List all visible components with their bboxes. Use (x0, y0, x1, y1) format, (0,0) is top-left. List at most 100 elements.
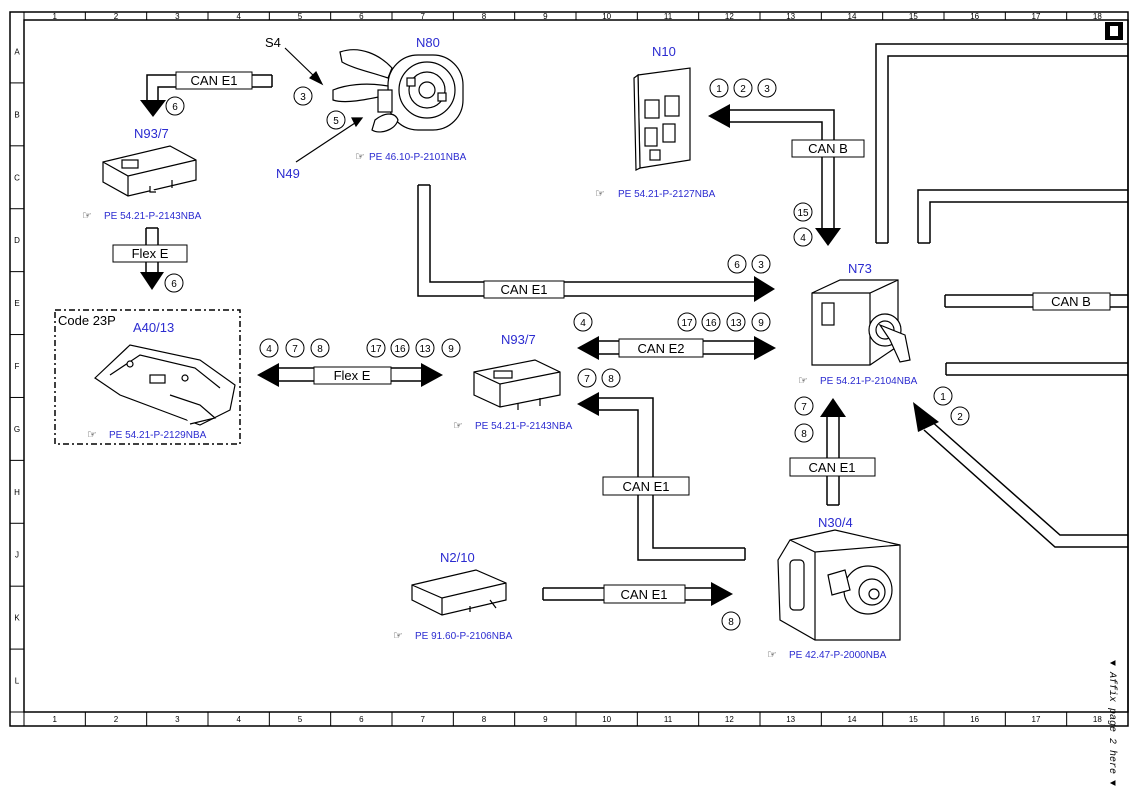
circle-c_flex_left_6: 6 (164, 273, 184, 293)
ref-link-n73[interactable]: ☞ PE 54.21-P-2104NBA (798, 375, 918, 387)
ref-n93-7-top-text[interactable]: PE 54.21-P-2143NBA (104, 211, 202, 222)
svg-text:4: 4 (800, 233, 806, 244)
circle-c_n10_2: 2 (733, 78, 753, 98)
row-label: F (15, 362, 20, 371)
pointer-lines (284, 47, 364, 163)
column-label: 17 (1032, 715, 1041, 724)
svg-text:8: 8 (317, 344, 323, 355)
row-label: D (14, 236, 20, 245)
ref-n10-text[interactable]: PE 54.21-P-2127NBA (618, 189, 716, 200)
ref-link-a40-13[interactable]: ☞ PE 54.21-P-2129NBA (87, 429, 207, 441)
svg-text:8: 8 (801, 429, 807, 440)
arrow-right-n2 (711, 582, 733, 606)
column-label: 13 (786, 715, 795, 724)
row-label: C (14, 173, 20, 182)
circle-c_n93_7: 7 (577, 368, 597, 388)
circle-c_e2_4: 4 (573, 312, 593, 332)
row-label: H (14, 488, 20, 497)
column-label: 15 (909, 12, 918, 21)
column-label: 2 (114, 12, 119, 21)
row-label: E (14, 299, 19, 308)
ref-n73-text[interactable]: PE 54.21-P-2104NBA (820, 376, 918, 387)
ref-link-n10[interactable]: ☞ PE 54.21-P-2127NBA (595, 188, 716, 200)
svg-text:16: 16 (394, 344, 406, 355)
flex-e-mid-text: Flex E (334, 368, 371, 383)
column-label: 15 (909, 715, 918, 724)
svg-text:7: 7 (292, 344, 298, 355)
n93-7-top-module-drawing (102, 145, 197, 197)
n30-4-module-drawing (777, 529, 901, 641)
n10-label: N10 (652, 44, 676, 59)
circle-c_n10_1: 1 (709, 78, 729, 98)
flex-e-left-label: Flex E (112, 244, 188, 263)
circle-c_n30_7: 7 (794, 396, 814, 416)
reference-links[interactable]: ☞ PE 46.10-P-2101NBA ☞ PE 54.21-P-2127NB… (82, 151, 918, 661)
svg-text:3: 3 (764, 84, 770, 95)
can-e1-n30-label: CAN E1 (789, 457, 876, 477)
row-label: K (14, 614, 20, 623)
svg-text:9: 9 (758, 318, 764, 329)
can-e1-loop-text: CAN E1 (623, 479, 670, 494)
ref-link-n93-7-top[interactable]: ☞ PE 54.21-P-2143NBA (82, 210, 202, 222)
svg-text:16: 16 (705, 318, 717, 329)
hand-pointer-icon: ☞ (393, 630, 403, 642)
ref-link-n2-10[interactable]: ☞ PE 91.60-P-2106NBA (393, 630, 513, 642)
svg-text:6: 6 (172, 102, 178, 113)
column-label: 9 (543, 12, 548, 21)
column-label: 7 (420, 715, 425, 724)
can-e1-n2-text: CAN E1 (621, 587, 668, 602)
code-23p-boundary (54, 309, 241, 445)
circle-c_s4_5: 5 (326, 110, 346, 130)
ref-n2-10-text[interactable]: PE 91.60-P-2106NBA (415, 631, 513, 642)
affix-page-note: ▼ Affix page 2 here ▼ (1106, 660, 1118, 786)
code-23p-label: Code 23P (58, 313, 116, 328)
can-e1-loop-label: CAN E1 (602, 476, 690, 496)
s4-label: S4 (265, 35, 281, 50)
column-label: 5 (298, 715, 303, 724)
svg-text:4: 4 (580, 318, 586, 329)
arrow-down-flex-left (140, 272, 164, 290)
can-e1-n2-label: CAN E1 (603, 584, 686, 604)
svg-text:9: 9 (448, 344, 454, 355)
circle-c_n73_2: 2 (950, 406, 970, 426)
ref-n80-text[interactable]: PE 46.10-P-2101NBA (369, 152, 467, 163)
flex-e-left-text: Flex E (132, 246, 169, 261)
arrow-up-n73-diag (913, 402, 939, 432)
circle-c_flex_7: 7 (285, 338, 305, 358)
column-label: 6 (359, 12, 364, 21)
column-label: 11 (664, 715, 673, 724)
can-b-right-label: CAN B (1032, 292, 1111, 311)
circle-c_can_top_6: 6 (165, 96, 185, 116)
ref-link-n80[interactable]: ☞ PE 46.10-P-2101NBA (355, 151, 467, 163)
circle-c_e2_17: 17 (677, 312, 697, 332)
circle-c_flex_16: 16 (390, 338, 410, 358)
ref-link-n93-7-mid[interactable]: ☞ PE 54.21-P-2143NBA (453, 420, 573, 432)
hand-pointer-icon: ☞ (355, 151, 365, 163)
n73-ignition-lock-drawing (811, 279, 911, 366)
svg-text:5: 5 (333, 116, 339, 127)
svg-text:13: 13 (419, 344, 431, 355)
column-label: 10 (602, 715, 611, 724)
hand-pointer-icon: ☞ (82, 210, 92, 222)
svg-text:1: 1 (940, 392, 946, 403)
svg-text:3: 3 (300, 92, 306, 103)
document-corner-icon (1105, 22, 1123, 40)
can-b-right-text: CAN B (1051, 294, 1091, 309)
column-label: 14 (848, 12, 857, 21)
svg-text:8: 8 (728, 617, 734, 628)
circle-c_flex_9: 9 (441, 338, 461, 358)
column-label: 12 (725, 715, 734, 724)
n93-7-mid-module-drawing (473, 359, 561, 410)
column-label: 4 (236, 12, 241, 21)
ref-a40-13-text[interactable]: PE 54.21-P-2129NBA (109, 430, 207, 441)
ref-n30-4-text[interactable]: PE 42.47-P-2000NBA (789, 650, 887, 661)
svg-text:13: 13 (730, 318, 742, 329)
n93-7-mid-label: N93/7 (501, 332, 536, 347)
n49-label: N49 (276, 166, 300, 181)
svg-text:7: 7 (584, 374, 590, 385)
ref-link-n30-4[interactable]: ☞ PE 42.47-P-2000NBA (767, 649, 887, 661)
circle-c_e2_16: 16 (701, 312, 721, 332)
ref-n93-7-mid-text[interactable]: PE 54.21-P-2143NBA (475, 421, 573, 432)
